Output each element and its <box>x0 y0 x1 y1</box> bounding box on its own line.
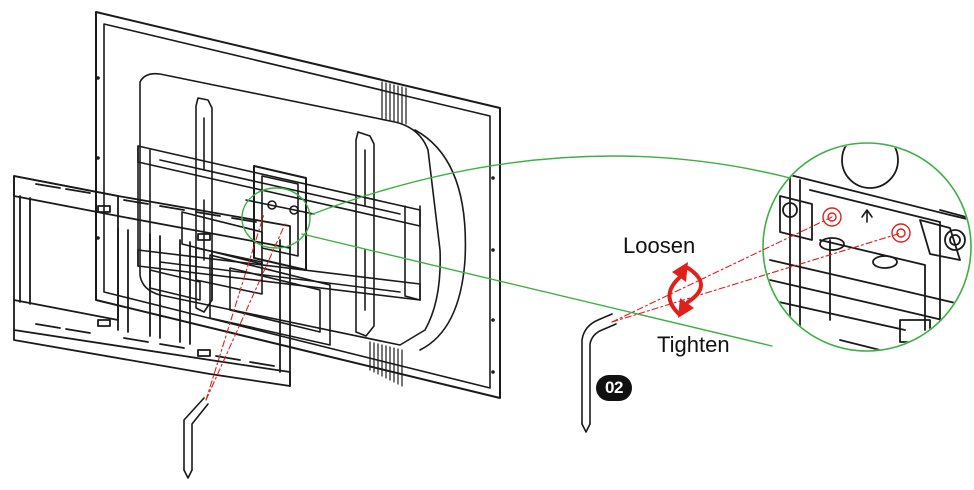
tilt-head <box>245 165 315 271</box>
swing-arms <box>149 211 263 301</box>
tighten-label: Tighten <box>657 332 730 357</box>
guide-lines-right <box>611 216 902 323</box>
rotation-arrow <box>667 266 703 316</box>
hex-key-right <box>581 313 617 433</box>
vent-bottom <box>369 341 403 387</box>
vent-top <box>381 81 407 125</box>
hex-key-left <box>183 397 209 479</box>
callout-source <box>241 155 791 347</box>
frame-holes <box>96 76 495 374</box>
up-arrow-icon <box>861 209 873 223</box>
guide-lines-left <box>205 213 287 401</box>
front-frame <box>13 175 291 387</box>
loosen-label: Loosen <box>623 233 696 258</box>
step-number-badge: 02 <box>596 375 632 401</box>
tv-bracket-right <box>355 131 375 337</box>
detail-zoom <box>762 142 972 352</box>
